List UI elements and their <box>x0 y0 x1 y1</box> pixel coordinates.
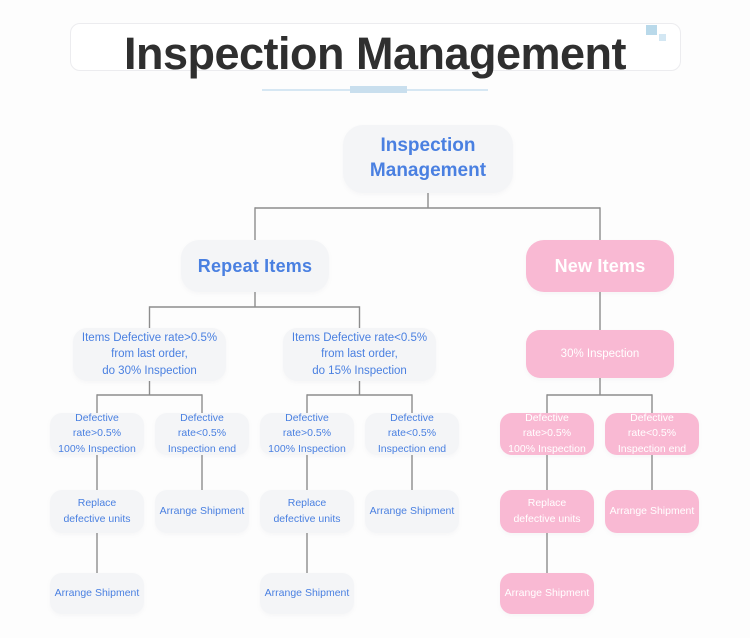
node-repeat-low-rate: Items Defective rate<0.5% from last orde… <box>283 328 436 381</box>
node-arrange-shipment: Arrange Shipment <box>50 573 144 614</box>
node-arrange-shipment: Arrange Shipment <box>260 573 354 614</box>
node-arrange-shipment: Arrange Shipment <box>365 490 459 533</box>
node-repeat-items: Repeat Items <box>181 240 329 292</box>
node-replace-units: Replace defective units <box>50 490 144 533</box>
node-rate-high: Defective rate>0.5% 100% Inspection <box>500 412 594 455</box>
node-rate-high: Defective rate>0.5% 100% Inspection <box>260 412 354 455</box>
node-rate-high: Defective rate>0.5% 100% Inspection <box>50 412 144 455</box>
node-rate-low: Defective rate<0.5% Inspection end <box>605 412 699 455</box>
node-rate-low: Defective rate<0.5% Inspection end <box>155 412 249 455</box>
node-arrange-shipment: Arrange Shipment <box>500 573 594 614</box>
node-arrange-shipment: Arrange Shipment <box>155 490 249 533</box>
node-replace-units: Replace defective units <box>260 490 354 533</box>
node-replace-units: Replace defective units <box>500 490 594 533</box>
node-root: Inspection Management <box>343 125 513 193</box>
node-new-items: New Items <box>526 240 674 292</box>
node-rate-low: Defective rate<0.5% Inspection end <box>365 412 459 455</box>
page-title: Inspection Management <box>123 28 627 79</box>
node-new-30-inspection: 30% Inspection <box>526 330 674 378</box>
title-card <box>70 23 681 71</box>
node-repeat-high-rate: Items Defective rate>0.5% from last orde… <box>73 328 226 381</box>
title-underline-accent <box>350 86 407 93</box>
node-arrange-shipment: Arrange Shipment <box>605 490 699 533</box>
decor-square-icon <box>646 25 657 35</box>
decor-square-small-icon <box>659 34 666 41</box>
